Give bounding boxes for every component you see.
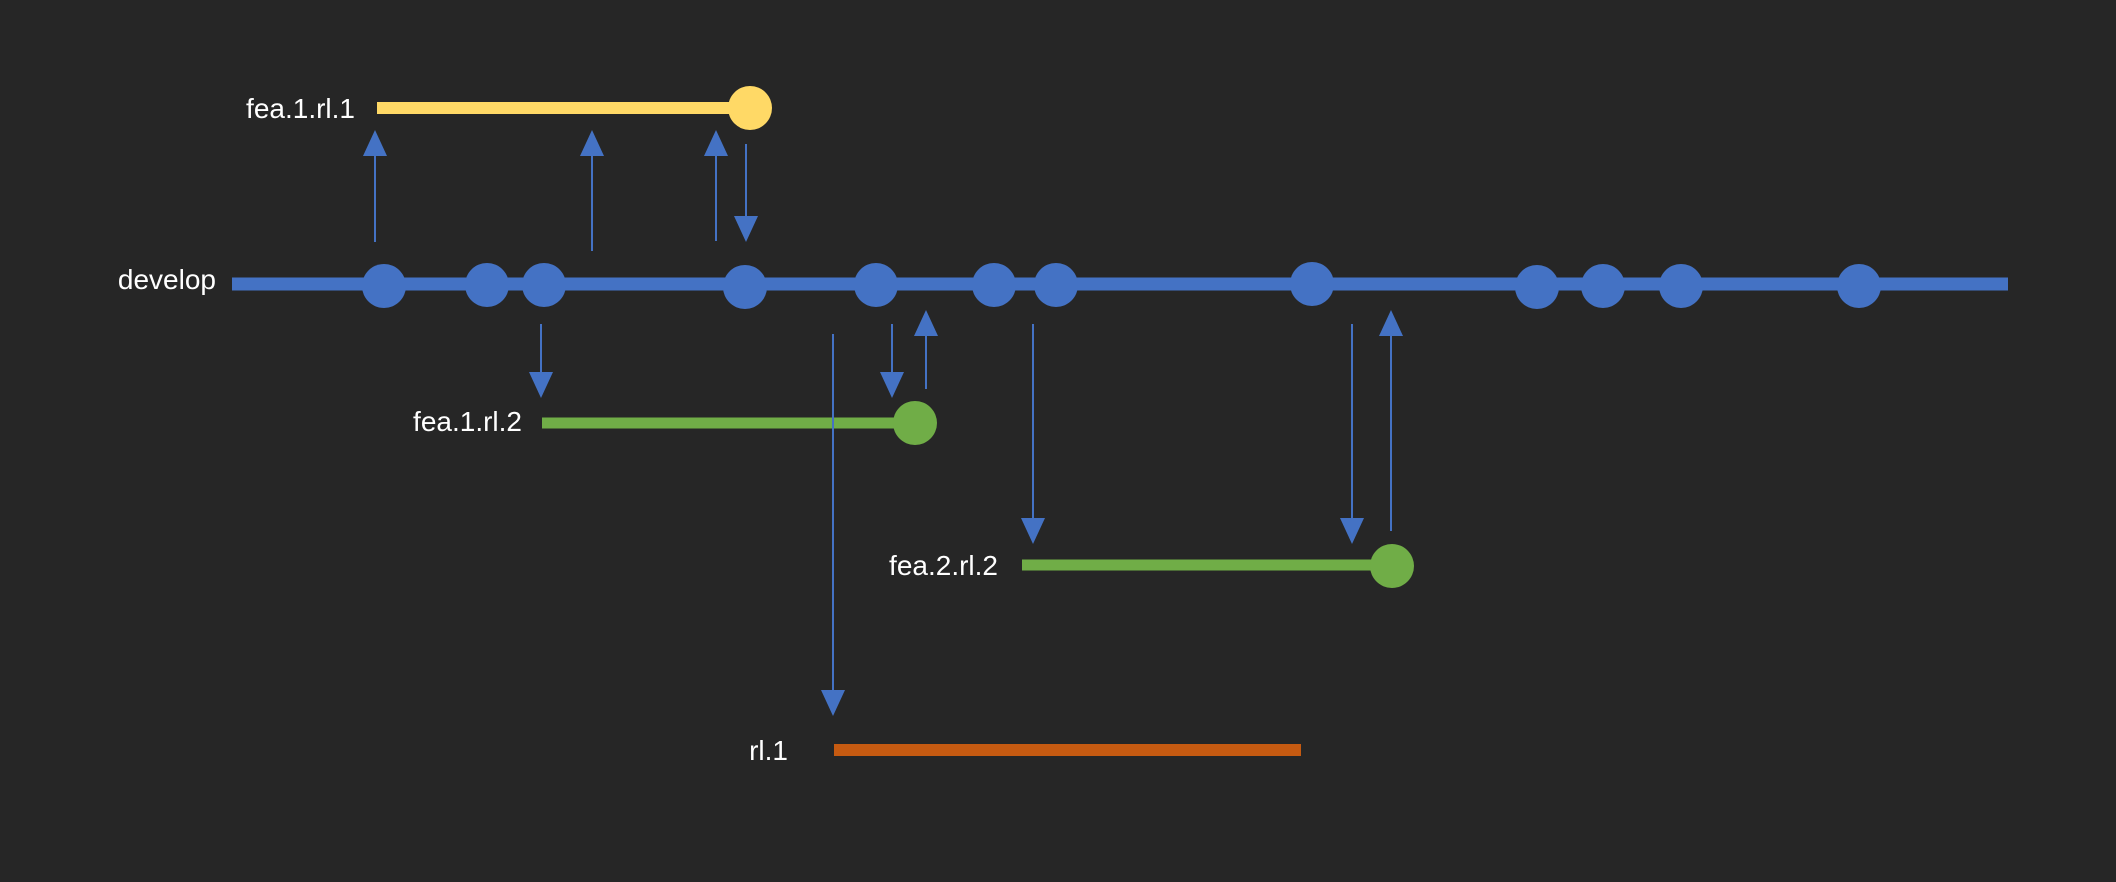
commit-develop — [972, 263, 1016, 307]
label-fea-1-rl-1: fea.1.rl.1 — [246, 93, 355, 124]
commit-develop — [854, 263, 898, 307]
arrowhead-up — [1379, 310, 1403, 336]
arrow-develop-to-fea-1-rl-1 — [363, 130, 387, 242]
arrow-fea-2-rl-2-to-develop — [1379, 310, 1403, 531]
commit-develop — [1290, 262, 1334, 306]
arrow-fea-1-rl-1-to-develop — [734, 144, 758, 242]
label-fea-1-rl-2: fea.1.rl.2 — [413, 406, 522, 437]
commit-fea-2-rl-2 — [1370, 544, 1414, 588]
arrow-develop-to-fea-1-rl-1 — [704, 130, 728, 241]
commit-develop — [522, 263, 566, 307]
commit-develop — [1581, 264, 1625, 308]
arrow-develop-to-fea-1-rl-2 — [880, 324, 904, 398]
arrows — [363, 130, 1403, 716]
arrowhead-up — [580, 130, 604, 156]
commit-develop — [1515, 265, 1559, 309]
arrowhead-down — [529, 372, 553, 398]
arrowhead-down — [821, 690, 845, 716]
arrowhead-down — [880, 372, 904, 398]
commit-develop — [1837, 264, 1881, 308]
commit-develop — [465, 263, 509, 307]
commit-fea-1-rl-2 — [893, 401, 937, 445]
arrow-develop-to-fea-2-rl-2 — [1340, 324, 1364, 544]
arrowhead-up — [914, 310, 938, 336]
arrow-develop-to-rl-1 — [821, 334, 845, 716]
label-rl-1: rl.1 — [749, 735, 788, 766]
arrowhead-down — [1340, 518, 1364, 544]
commit-develop — [1659, 264, 1703, 308]
commit-develop — [362, 264, 406, 308]
arrow-develop-to-fea-2-rl-2 — [1021, 324, 1045, 544]
arrow-develop-to-fea-1-rl-2 — [529, 324, 553, 398]
arrow-develop-to-fea-1-rl-1 — [580, 130, 604, 251]
arrowhead-down — [734, 216, 758, 242]
label-fea-2-rl-2: fea.2.rl.2 — [889, 550, 998, 581]
label-develop: develop — [118, 264, 216, 295]
commit-develop — [1034, 263, 1078, 307]
arrowhead-up — [704, 130, 728, 156]
commit-fea-1-rl-1 — [728, 86, 772, 130]
commit-develop — [723, 265, 767, 309]
arrow-fea-1-rl-2-to-develop — [914, 310, 938, 389]
arrowhead-down — [1021, 518, 1045, 544]
arrowhead-up — [363, 130, 387, 156]
commits — [362, 86, 1881, 588]
